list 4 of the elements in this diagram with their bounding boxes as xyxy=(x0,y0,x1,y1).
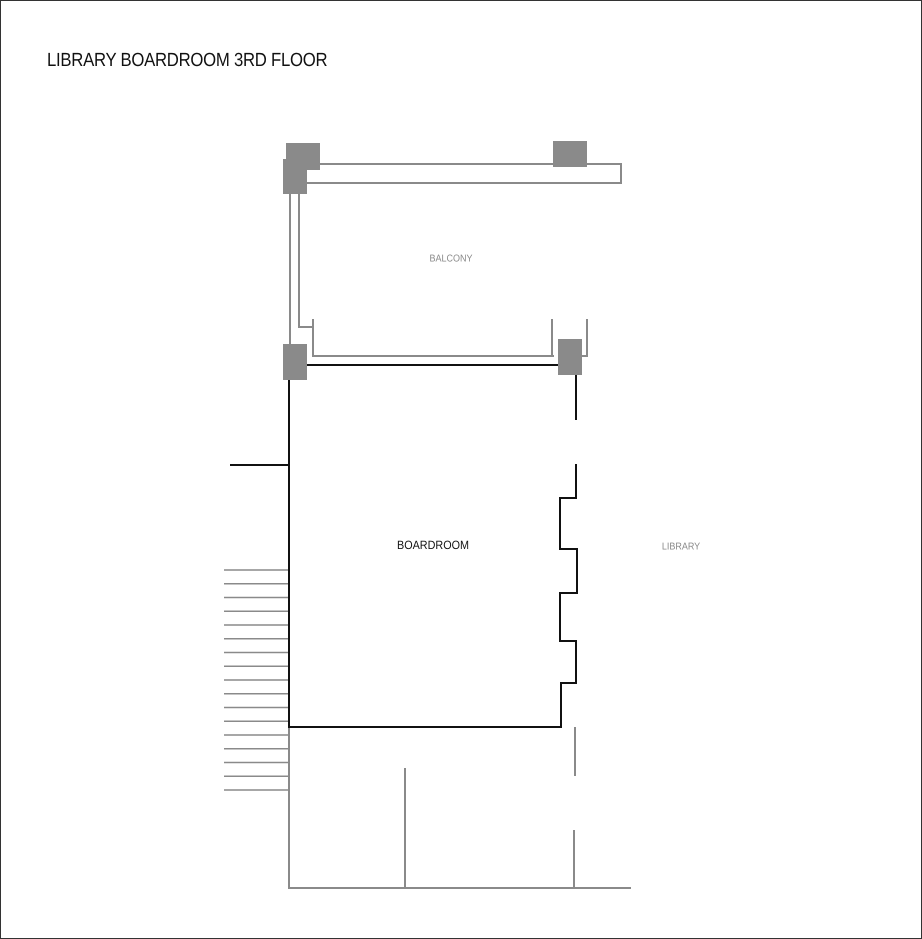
room-label: BOARDROOM xyxy=(397,538,469,552)
room-label: BALCONY xyxy=(430,254,472,264)
title: LIBRARY BOARDROOM 3RD FLOOR xyxy=(47,50,328,72)
room-label: LIBRARY xyxy=(662,542,700,552)
